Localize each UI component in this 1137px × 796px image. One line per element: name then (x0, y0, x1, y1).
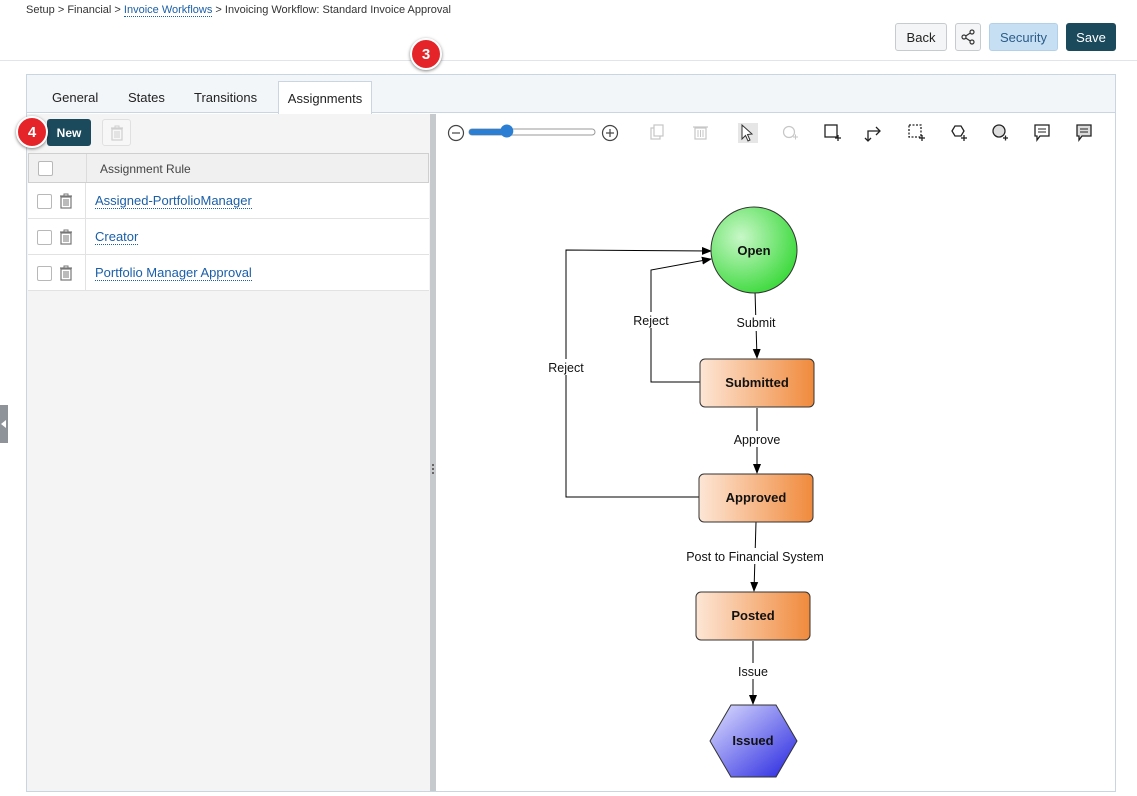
share-button[interactable] (955, 23, 981, 51)
breadcrumb-separator: > (215, 4, 222, 16)
splitter-grip (432, 464, 434, 474)
select-area-icon[interactable] (908, 124, 925, 141)
tab-transitions[interactable]: Transitions (194, 90, 258, 105)
assignment-rule-link[interactable]: Portfolio Manager Approval (95, 265, 252, 281)
zoom-slider[interactable] (468, 124, 596, 138)
table-row: Creator (28, 219, 429, 255)
state-issued[interactable]: Issued (709, 704, 798, 778)
workflow-diagram: Submit Reject Reject Approve Post to Fin… (447, 123, 1092, 778)
copy-icon[interactable] (650, 124, 664, 140)
breadcrumb: Setup > Financial > Invoice Workflows > … (26, 4, 451, 17)
security-button[interactable]: Security (989, 23, 1058, 51)
state-open[interactable]: Open (710, 206, 798, 294)
assignment-rule-link[interactable]: Creator (95, 229, 139, 245)
zoom-out-icon[interactable] (447, 124, 465, 142)
delete-shape-icon[interactable] (693, 126, 708, 140)
assignment-rule-link[interactable]: Assigned-PortfolioManager (95, 193, 252, 209)
add-transition-icon[interactable] (864, 126, 881, 142)
transition-label-issue[interactable]: Issue (738, 665, 768, 679)
breadcrumb-invoice-workflows-link[interactable]: Invoice Workflows (123, 4, 213, 17)
back-button[interactable]: Back (895, 23, 947, 51)
state-posted[interactable]: Posted (695, 591, 811, 641)
column-divider (86, 154, 87, 182)
breadcrumb-separator: > (114, 4, 121, 16)
state-label-open: Open (737, 243, 770, 258)
table-row: Portfolio Manager Approval (28, 255, 429, 291)
transition-reject-outer-line[interactable] (565, 246, 712, 498)
tab-states[interactable]: States (128, 90, 165, 105)
zoom-in-icon[interactable] (601, 124, 619, 142)
trash-icon[interactable] (59, 265, 73, 281)
state-label-submitted: Submitted (725, 375, 789, 390)
grid-header: Assignment Rule (28, 153, 429, 183)
state-approved[interactable]: Approved (698, 473, 814, 523)
transition-label-approve[interactable]: Approve (734, 433, 781, 447)
pointer-select-icon[interactable] (738, 123, 758, 143)
new-assignment-button[interactable]: New (47, 119, 91, 146)
pane-splitter[interactable] (430, 114, 436, 791)
select-all-checkbox[interactable] (38, 161, 53, 176)
zoom-slider-thumb[interactable] (500, 124, 514, 138)
tab-general[interactable]: General (52, 90, 99, 105)
column-divider (85, 219, 86, 255)
zoom-slider-fill (469, 129, 507, 135)
column-divider (85, 183, 86, 219)
tab-bar: General States Transitions (27, 75, 1115, 113)
row-checkbox[interactable] (37, 266, 52, 281)
column-header-assignment-rule[interactable]: Assignment Rule (100, 162, 191, 176)
save-button[interactable]: Save (1066, 23, 1116, 51)
share-icon (961, 29, 975, 45)
breadcrumb-current: Invoicing Workflow: Standard Invoice App… (224, 4, 451, 16)
transition-label-reject-inner[interactable]: Reject (633, 314, 669, 328)
trash-icon (110, 125, 123, 141)
add-end-state-icon[interactable] (992, 124, 1008, 141)
add-state-icon[interactable] (824, 124, 841, 141)
table-row: Assigned-PortfolioManager (28, 183, 429, 219)
add-comment-icon[interactable] (1034, 124, 1050, 142)
trash-icon[interactable] (59, 229, 73, 245)
breadcrumb-separator: > (57, 4, 65, 16)
breadcrumb-setup[interactable]: Setup (26, 4, 55, 16)
row-checkbox[interactable] (37, 230, 52, 245)
state-label-issued: Issued (732, 733, 773, 748)
step-badge-4: 4 (16, 116, 48, 148)
sidebar-collapse-toggle[interactable] (0, 405, 8, 443)
transition-label-post[interactable]: Post to Financial System (686, 550, 824, 564)
column-divider (85, 255, 86, 291)
transition-label-reject-outer[interactable]: Reject (548, 361, 584, 375)
trash-icon[interactable] (59, 193, 73, 209)
add-start-state-icon[interactable] (951, 125, 967, 141)
transition-label-submit[interactable]: Submit (737, 316, 776, 330)
delete-button[interactable] (102, 119, 131, 146)
tab-assignments[interactable]: Assignments (278, 81, 372, 114)
state-label-posted: Posted (731, 608, 774, 623)
header-divider (0, 60, 1137, 61)
add-circle-disabled-icon[interactable] (782, 125, 799, 140)
state-submitted[interactable]: Submitted (699, 358, 815, 408)
state-label-approved: Approved (726, 490, 787, 505)
show-comments-icon[interactable] (1076, 124, 1092, 142)
row-checkbox[interactable] (37, 194, 52, 209)
step-badge-3: 3 (410, 38, 442, 70)
breadcrumb-financial[interactable]: Financial (67, 4, 112, 16)
